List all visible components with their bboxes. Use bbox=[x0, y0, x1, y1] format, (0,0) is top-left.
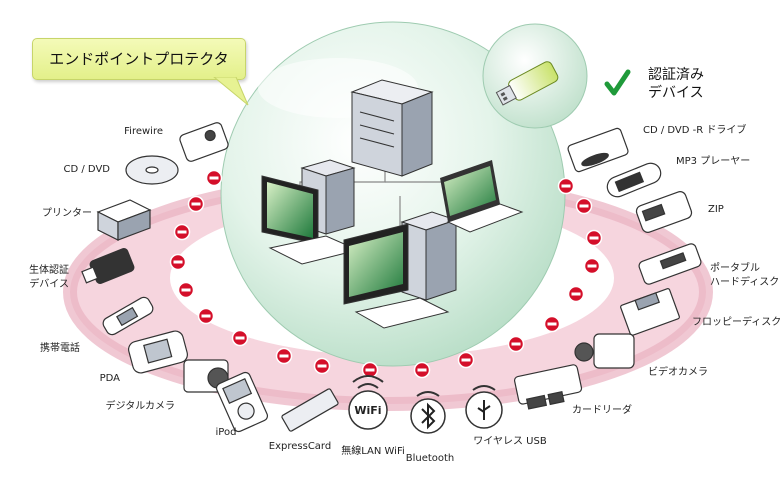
label-biometric-2: デバイス bbox=[29, 279, 69, 290]
blocked-marker bbox=[543, 315, 561, 333]
blocked-marker bbox=[187, 195, 205, 213]
blocked-marker bbox=[173, 223, 191, 241]
zip-icon bbox=[635, 191, 693, 233]
mp3-icon bbox=[606, 162, 662, 198]
firewire-icon bbox=[179, 122, 229, 162]
blocked-marker bbox=[575, 197, 593, 215]
wifi-icon: WiFi bbox=[348, 375, 388, 430]
blocked-marker bbox=[507, 335, 525, 353]
label-biometric: 生体認証 デバイス bbox=[29, 264, 69, 292]
label-printer: プリンター bbox=[42, 208, 92, 219]
laptop-icon bbox=[440, 160, 524, 233]
label-expresscard: ExpressCard bbox=[268, 441, 332, 452]
blocked-marker bbox=[197, 307, 215, 325]
phone-icon bbox=[102, 296, 154, 336]
blocked-marker bbox=[583, 257, 601, 275]
blocked-marker bbox=[313, 357, 331, 375]
ipod-icon bbox=[215, 371, 269, 433]
server-icon bbox=[350, 79, 434, 177]
label-ipod: iPod bbox=[215, 427, 237, 438]
label-mp3-player: MP3 プレーヤー bbox=[676, 156, 751, 167]
blocked-marker bbox=[557, 177, 575, 195]
pda-icon bbox=[128, 330, 188, 374]
hdd-icon bbox=[638, 243, 702, 285]
blocked-marker bbox=[457, 351, 475, 369]
label-digital-camera: デジタルカメラ bbox=[105, 401, 176, 412]
label-video-camera: ビデオカメラ bbox=[648, 367, 708, 378]
video-camera-icon bbox=[574, 333, 635, 369]
biometric-icon bbox=[81, 247, 135, 285]
label-biometric-1: 生体認証 bbox=[29, 265, 69, 276]
usb-icon bbox=[465, 385, 503, 429]
label-portable-hdd: ポータブル ハードディスク bbox=[710, 262, 779, 290]
blocked-marker bbox=[205, 169, 223, 187]
authorized-device-bubble bbox=[482, 23, 588, 129]
cd-icon bbox=[125, 155, 179, 185]
product-title-callout: エンドポイントプロテクタ bbox=[32, 38, 246, 80]
label-phone: 携帯電話 bbox=[40, 343, 80, 354]
label-cd-dvd: CD / DVD bbox=[63, 164, 110, 175]
blocked-marker bbox=[275, 347, 293, 365]
label-floppy: フロッピーディスク bbox=[692, 317, 780, 328]
label-firewire: Firewire bbox=[124, 126, 163, 137]
blocked-marker bbox=[413, 361, 431, 379]
card-reader-icon bbox=[513, 364, 583, 410]
label-portable-hdd-2: ハードディスク bbox=[710, 277, 780, 288]
floppy-icon bbox=[620, 288, 680, 336]
blocked-marker bbox=[567, 285, 585, 303]
label-zip: ZIP bbox=[708, 204, 724, 215]
label-wifi: 無線LAN WiFi bbox=[341, 446, 405, 457]
label-cd-dvd-r-drive: CD / DVD -R ドライブ bbox=[643, 125, 747, 136]
label-pda: PDA bbox=[99, 373, 120, 384]
cd-drive-icon bbox=[567, 127, 629, 173]
svg-text:WiFi: WiFi bbox=[354, 404, 381, 417]
desktop-computer-icon-2 bbox=[343, 211, 458, 329]
blocked-marker bbox=[169, 253, 187, 271]
blocked-marker bbox=[231, 329, 249, 347]
expresscard-icon bbox=[281, 388, 339, 432]
check-icon bbox=[604, 69, 631, 96]
authorized-line-1: 認証済み bbox=[648, 67, 704, 83]
blocked-marker bbox=[585, 229, 603, 247]
label-wireless-usb: ワイヤレス USB bbox=[473, 436, 547, 447]
blocked-marker bbox=[361, 361, 379, 379]
callout-pointer bbox=[213, 77, 249, 106]
label-portable-hdd-1: ポータブル bbox=[710, 263, 760, 274]
label-bluetooth: Bluetooth bbox=[405, 453, 455, 464]
printer-icon bbox=[96, 199, 152, 241]
authorized-device-label: 認証済み デバイス bbox=[648, 66, 704, 102]
label-card-reader: カードリーダ bbox=[572, 405, 632, 416]
blocked-markers bbox=[169, 169, 603, 379]
authorized-usb-icon bbox=[495, 61, 559, 106]
desktop-computer-icon bbox=[261, 159, 360, 265]
authorized-line-2: デバイス bbox=[648, 85, 704, 101]
blocked-marker bbox=[177, 281, 195, 299]
bluetooth-icon bbox=[410, 391, 446, 434]
